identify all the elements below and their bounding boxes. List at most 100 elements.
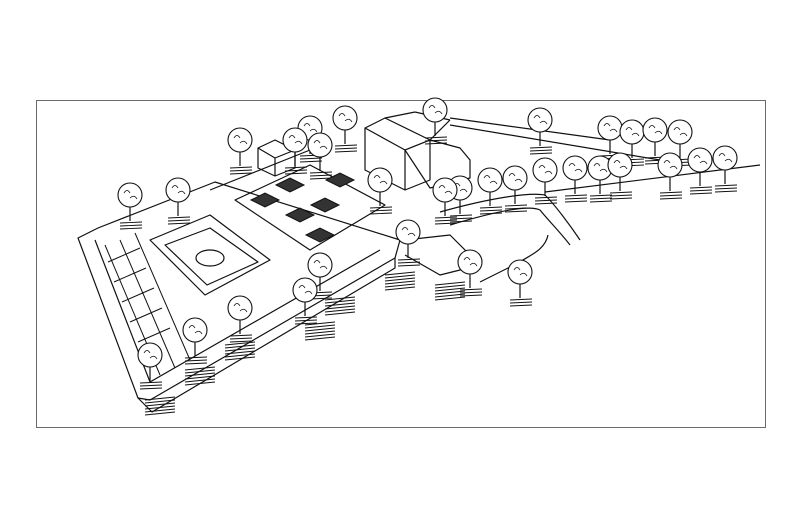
tree-shadow	[689, 192, 713, 195]
water-shadow	[324, 296, 356, 301]
tree-shadow	[397, 264, 421, 267]
tree-shadow	[229, 172, 253, 175]
tree-shadow	[284, 172, 308, 175]
vegetable-bed	[284, 207, 316, 223]
manor-house	[364, 111, 471, 191]
tree-shadow	[714, 184, 738, 187]
water-shadow	[304, 336, 336, 341]
tree-shadow	[167, 219, 191, 222]
water-shadow	[224, 344, 256, 349]
water-shadow	[434, 281, 466, 286]
water-shadow	[324, 305, 356, 310]
vegetable-bed	[249, 192, 281, 208]
tree-canopy	[532, 157, 558, 183]
tree-shadow	[434, 216, 458, 219]
tree-shadow	[119, 227, 143, 230]
tree-detail	[143, 350, 158, 360]
tree-shadow	[397, 258, 421, 261]
water-shadow	[324, 311, 356, 316]
tree-detail	[313, 140, 328, 150]
tree-shadow	[589, 194, 613, 197]
tree-detail	[438, 185, 453, 195]
water-shadow	[144, 408, 176, 413]
water-shadow	[434, 290, 466, 295]
tree-detail	[533, 115, 548, 125]
water-shadow	[304, 324, 336, 329]
tree-shadow	[167, 222, 191, 225]
water-shadow	[324, 308, 356, 313]
tree-shadow	[229, 340, 253, 343]
tree-shadow	[504, 204, 528, 207]
water-shadow	[224, 347, 256, 352]
tree-shadow	[564, 197, 588, 200]
vegetable-bed	[274, 177, 306, 193]
water-shadow	[384, 280, 416, 285]
tree-shadow	[689, 189, 713, 192]
tree-canopy	[502, 165, 528, 191]
tree-shadow	[659, 197, 683, 200]
vegetable-beds	[249, 172, 356, 243]
tree-detail	[233, 303, 248, 313]
tree-shadow	[479, 206, 503, 209]
tree-shadow	[509, 298, 533, 301]
tree-detail	[123, 190, 138, 200]
tree-shadow	[184, 359, 208, 362]
water-shadow	[384, 286, 416, 291]
tree-shadow	[369, 209, 393, 212]
tree-detail	[463, 257, 478, 267]
tree-detail	[625, 127, 640, 137]
water-shadow	[184, 375, 216, 380]
tree-canopy	[607, 152, 633, 178]
tree-canopy	[712, 145, 738, 171]
tree-canopy	[137, 342, 163, 368]
tree-shadow	[529, 146, 553, 149]
tree-canopy	[642, 117, 668, 143]
tree-canopy	[292, 277, 318, 303]
tree-canopy	[182, 317, 208, 343]
water-shadow	[184, 372, 216, 377]
tree-shadow	[334, 147, 358, 150]
tree-canopy	[597, 115, 623, 141]
tree-shadow	[229, 166, 253, 169]
tree-canopy	[117, 182, 143, 208]
trees	[117, 97, 738, 381]
tree-canopy	[619, 119, 645, 145]
water-shadow	[434, 284, 466, 289]
tree-canopy	[667, 119, 693, 145]
drive-path	[439, 193, 581, 241]
tree-detail	[303, 123, 318, 133]
tree-detail	[568, 163, 583, 173]
tree-detail	[298, 285, 313, 295]
tree-shadow	[459, 291, 483, 294]
water-shadow	[224, 341, 256, 346]
tree-shadow	[434, 222, 458, 225]
fountain	[195, 249, 225, 267]
tree-canopy	[477, 167, 503, 193]
water-shadow	[384, 283, 416, 288]
water-shadow	[324, 299, 356, 304]
tree-shadow	[529, 149, 553, 152]
tree-detail	[401, 227, 416, 237]
tree-detail	[593, 163, 608, 173]
tree-shadow	[369, 212, 393, 215]
water-shadow	[304, 330, 336, 335]
illustration-frame	[36, 100, 766, 428]
tree-detail	[171, 185, 186, 195]
water-shadow	[304, 321, 336, 326]
water-shadows	[119, 136, 738, 416]
water-shadow	[304, 333, 336, 338]
fountain-garden-inner	[164, 227, 259, 286]
vegetable-bed	[304, 227, 336, 243]
water-shadow	[144, 402, 176, 407]
tree-shadow	[479, 209, 503, 212]
tree-canopy	[165, 177, 191, 203]
water-shadow	[184, 366, 216, 371]
tree-detail	[613, 160, 628, 170]
water-shadow	[434, 287, 466, 292]
tree-shadow	[714, 190, 738, 193]
tree-canopy	[332, 105, 358, 131]
tree-detail	[673, 127, 688, 137]
tree-shadow	[609, 191, 633, 194]
tree-detail	[513, 267, 528, 277]
